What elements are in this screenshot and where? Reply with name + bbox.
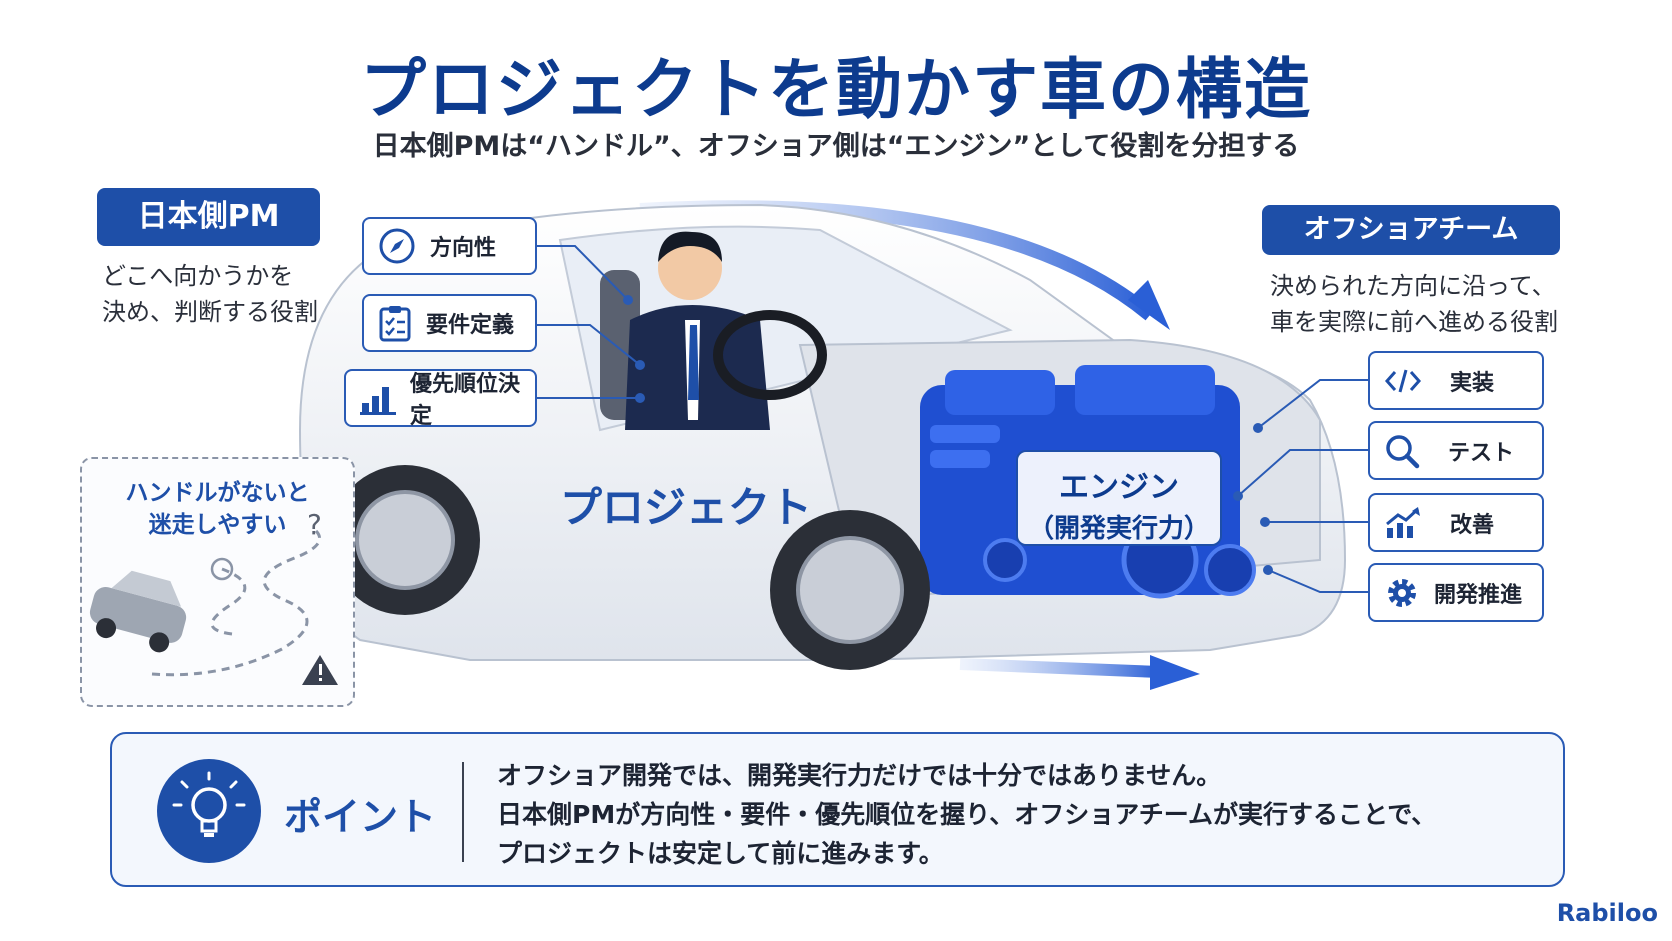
car-project-label: プロジェクト [560,483,813,532]
pm-role-description: どこへ向かうかを 決め、判断する役割 [102,262,318,326]
pm-tag-requirements: 要件定義 [362,294,537,352]
team-tag-implementation: 実装 [1368,351,1544,410]
team-tag-dev-promotion: 開発推進 [1368,563,1544,622]
team-role-description: 決められた方向に沿って、 車を実際に前へ進める役割 [1270,272,1558,336]
pm-tag-priority: 優先順位決定 [344,369,537,429]
question-mark: ? [307,508,322,541]
no-steering-warning: ハンドルがないと 迷走しやすい ? [80,457,355,707]
brand-logo: Rabiloo [1556,899,1658,927]
clipboard-icon [379,306,411,342]
page-title: プロジェクトを動かす車の構造 [360,51,1312,128]
warning-text: ハンドルがないと 迷走しやすい [125,480,310,538]
page-subtitle: 日本側PMは“ハンドル”、オフショア側は“エンジン”として役割を分担する [372,131,1300,162]
magnifier-icon [1386,434,1420,468]
code-icon [1384,369,1422,392]
gear-icon [1388,578,1416,607]
pm-tag-direction: 方向性 [362,217,537,275]
lost-car-illustration: ? [89,508,338,685]
point-text: オフショア開発では、開発実行力だけでは十分ではありません。 日本側PMが方向性・… [497,761,1437,868]
point-divider [462,762,464,862]
pm-role-label: 日本側PM [97,188,320,246]
driver-figure [600,231,827,430]
warning-triangle-icon [302,655,338,685]
key-point-box: ポイント オフショア開発では、開発実行力だけでは十分ではありません。 日本側PM… [110,732,1565,887]
point-label: ポイント [284,795,437,839]
team-tag-test: テスト [1368,421,1544,480]
lightbulb-icon [157,759,261,863]
trend-up-icon [1386,506,1420,538]
team-role-label: オフショアチーム [1262,205,1560,255]
team-tag-improvement: 改善 [1368,493,1544,552]
bar-chart-icon [360,387,396,415]
compass-icon [379,228,415,264]
engine-label: エンジン （開発実行力） [1016,450,1222,546]
